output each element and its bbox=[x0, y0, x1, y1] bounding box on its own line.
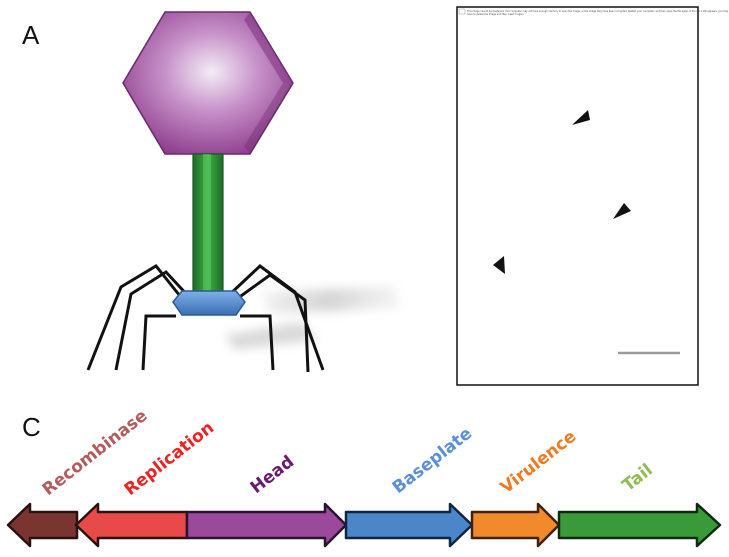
arrowhead-marker-3 bbox=[493, 256, 505, 274]
gene-label-baseplate: Baseplate bbox=[389, 424, 476, 498]
gene-arrow-head bbox=[185, 502, 348, 548]
phage-illustration bbox=[86, 11, 400, 373]
micrograph-note-line-1: This image cannot be displayed. Your com… bbox=[467, 10, 729, 13]
arrowhead-marker-1 bbox=[572, 110, 590, 125]
gene-arrow-replication bbox=[74, 502, 189, 548]
gene-arrow-baseplate bbox=[344, 502, 474, 548]
panel-a-label: A bbox=[22, 20, 40, 50]
gene-arrow-recombinase bbox=[6, 502, 79, 548]
genome-map: Recombinase Replication Head Baseplate V… bbox=[6, 406, 722, 548]
micrograph-note-line-2: have to delete the image and then insert… bbox=[467, 13, 525, 16]
gene-label-virulence: Virulence bbox=[497, 427, 580, 498]
micrograph-frame bbox=[456, 6, 699, 386]
phage-legs bbox=[86, 264, 325, 373]
phage-head bbox=[122, 11, 294, 155]
gene-arrow-virulence bbox=[470, 502, 561, 548]
micrograph-panel: This image cannot be displayed. Your com… bbox=[456, 6, 729, 386]
gene-label-tail: Tail bbox=[619, 460, 657, 496]
arrowhead-marker-2 bbox=[613, 203, 631, 219]
phage-baseplate bbox=[172, 290, 246, 316]
phage-tail bbox=[192, 153, 224, 295]
gene-label-head: Head bbox=[247, 452, 298, 498]
panel-c-label: C bbox=[22, 412, 41, 442]
gene-arrow-tail bbox=[557, 502, 722, 548]
broken-image-icon bbox=[458, 8, 466, 15]
